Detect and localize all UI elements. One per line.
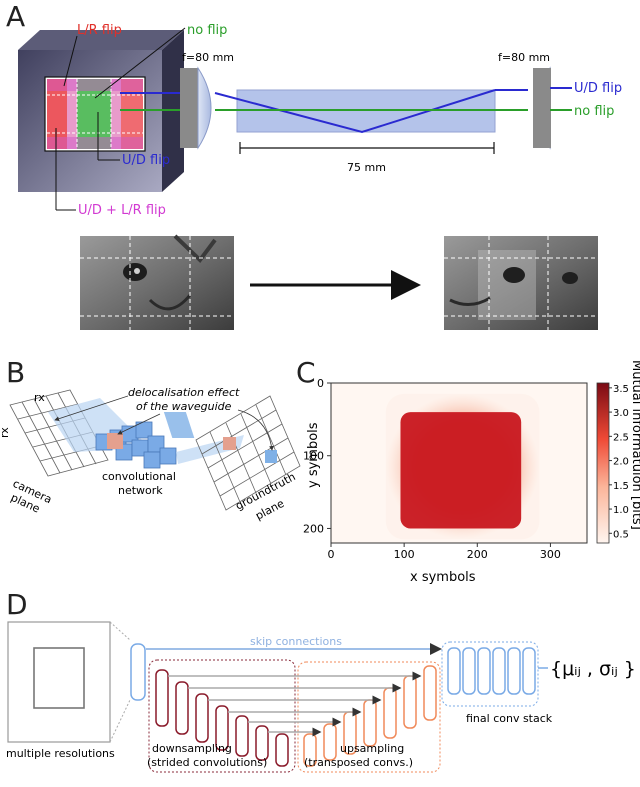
y-tick-label: 200 bbox=[303, 522, 324, 535]
label-lr-flip: L/R flip bbox=[77, 23, 122, 38]
colorbar-tick-label: 3.5 bbox=[613, 384, 629, 395]
upsampling-blocks bbox=[303, 665, 437, 767]
label-ud-flip-bottom: U/D flip bbox=[122, 153, 170, 168]
colorbar-tick-label: 2.5 bbox=[613, 432, 629, 443]
up-line2: (transposed convs.) bbox=[304, 756, 413, 769]
panel-d-letter: D bbox=[6, 588, 28, 621]
colorbar-label: Mutual informatuion [bits] bbox=[629, 360, 640, 530]
panel-b-letter: B bbox=[6, 356, 25, 389]
level-arrows bbox=[168, 671, 422, 737]
final-conv-blocks bbox=[447, 647, 536, 695]
downsampling-blocks bbox=[155, 669, 289, 767]
focal-right: f=80 mm bbox=[498, 51, 550, 64]
input-block bbox=[130, 643, 146, 701]
camera-patch bbox=[163, 412, 195, 438]
gt-orange-patch bbox=[223, 437, 236, 450]
final-label: final conv stack bbox=[466, 712, 553, 725]
rx-top: rx bbox=[34, 391, 45, 404]
scale-bar bbox=[239, 142, 495, 154]
colorbar-tick-label: 1.0 bbox=[613, 505, 629, 516]
deloc-patch bbox=[107, 433, 123, 449]
x-tick-label: 0 bbox=[328, 548, 335, 561]
x-tick-label: 200 bbox=[467, 548, 488, 561]
label-ud-lr-flip: U/D + L/R flip bbox=[78, 203, 166, 218]
colorbar bbox=[596, 382, 610, 544]
downsampling-region bbox=[148, 659, 296, 773]
heatmap-core-region bbox=[400, 412, 522, 529]
conv-line2: network bbox=[118, 484, 163, 497]
focal-left: f=80 mm bbox=[182, 51, 234, 64]
multires-label: multiple resolutions bbox=[6, 747, 115, 760]
cat-image-input bbox=[80, 234, 234, 330]
skip-label: skip connections bbox=[250, 635, 342, 648]
heatmap-xlabel: x symbols bbox=[410, 570, 476, 585]
out-no-flip: no flip bbox=[574, 104, 614, 119]
left-lens bbox=[197, 66, 212, 150]
x-tick-label: 300 bbox=[540, 548, 561, 561]
left-mount bbox=[180, 68, 198, 148]
colorbar-tick-label: 3.0 bbox=[613, 408, 629, 419]
colorbar-tick-label: 1.5 bbox=[613, 481, 629, 492]
gt-blue-patch bbox=[265, 450, 277, 463]
cat-image-output bbox=[444, 236, 598, 330]
heatmap-chart: 0 100 200 300 0 100 200 bbox=[303, 377, 588, 561]
deloc-line2: of the waveguide bbox=[136, 400, 232, 413]
up-line1: upsampling bbox=[340, 742, 404, 755]
right-mount bbox=[533, 68, 551, 148]
upsampling-region bbox=[297, 661, 441, 773]
panel-a-letter: A bbox=[6, 0, 25, 33]
groundtruth-plane-grid bbox=[195, 395, 301, 511]
down-line2: (strided convolutions) bbox=[147, 756, 267, 769]
heatmap-ylabel: y symbols bbox=[306, 422, 321, 488]
colorbar-tick-label: 2.0 bbox=[613, 457, 629, 468]
final-stack-region bbox=[441, 641, 539, 707]
label-no-flip-top: no flip bbox=[187, 23, 227, 38]
x-tick-label: 100 bbox=[394, 548, 415, 561]
colorbar-tick-label: 0.5 bbox=[613, 529, 629, 540]
flip-grid bbox=[44, 76, 146, 152]
length-label: 75 mm bbox=[347, 161, 386, 174]
y-tick-label: 100 bbox=[303, 450, 324, 463]
panel-c-letter: C bbox=[296, 356, 316, 389]
deloc-line1: delocalisation effect bbox=[128, 386, 240, 399]
out-ud-flip: U/D flip bbox=[574, 81, 622, 96]
output-formula: {μᵢⱼ , σᵢⱼ } bbox=[550, 658, 636, 680]
y-tick-label: 0 bbox=[317, 377, 324, 390]
multires-inner bbox=[33, 647, 85, 709]
down-line1: downsampling bbox=[152, 742, 232, 755]
conv-line1: convolutional bbox=[102, 470, 176, 483]
rx-side: rx bbox=[0, 427, 11, 438]
